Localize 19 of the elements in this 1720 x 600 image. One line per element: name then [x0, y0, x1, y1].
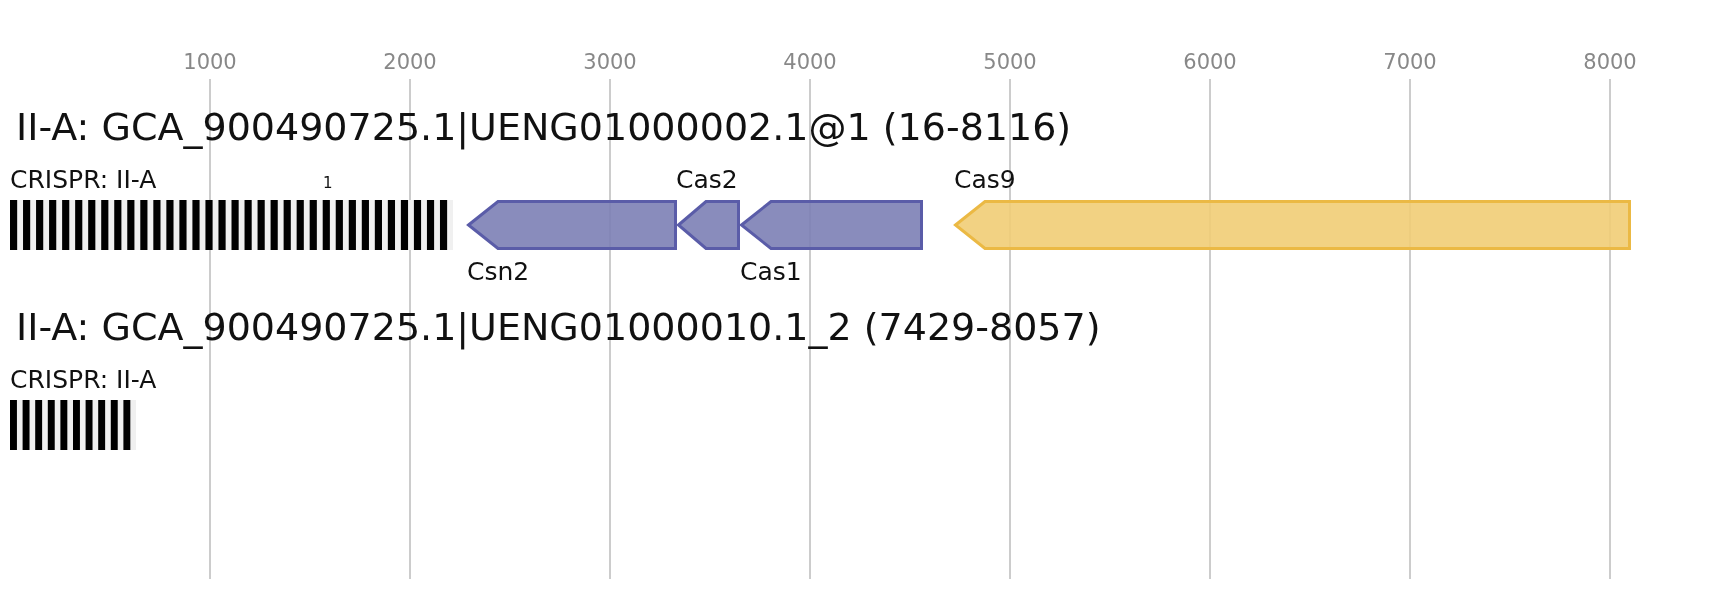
axis-tick-label: 1000 — [183, 52, 237, 73]
gene-block — [954, 200, 1631, 250]
axis-tick-label: 6000 — [1183, 52, 1237, 73]
gene-label: Csn2 — [467, 259, 530, 284]
gene-label: Cas1 — [740, 259, 802, 284]
axis-tick-label: 3000 — [583, 52, 637, 73]
crispr-array — [10, 200, 453, 250]
axis-tick-label: 5000 — [983, 52, 1037, 73]
axis-tick-label: 2000 — [383, 52, 437, 73]
array-label: CRISPR: II-A — [10, 167, 157, 192]
array-label: CRISPR: II-A — [10, 367, 157, 392]
gene-block — [677, 200, 740, 250]
axis-tick-label: 4000 — [783, 52, 837, 73]
array-index: 1 — [323, 176, 333, 191]
gene-label: Cas9 — [954, 167, 1016, 192]
crispr-array — [10, 400, 136, 450]
gene-label: Cas2 — [676, 167, 738, 192]
axis-tick-label: 8000 — [1583, 52, 1637, 73]
axis-tick-label: 7000 — [1383, 52, 1437, 73]
